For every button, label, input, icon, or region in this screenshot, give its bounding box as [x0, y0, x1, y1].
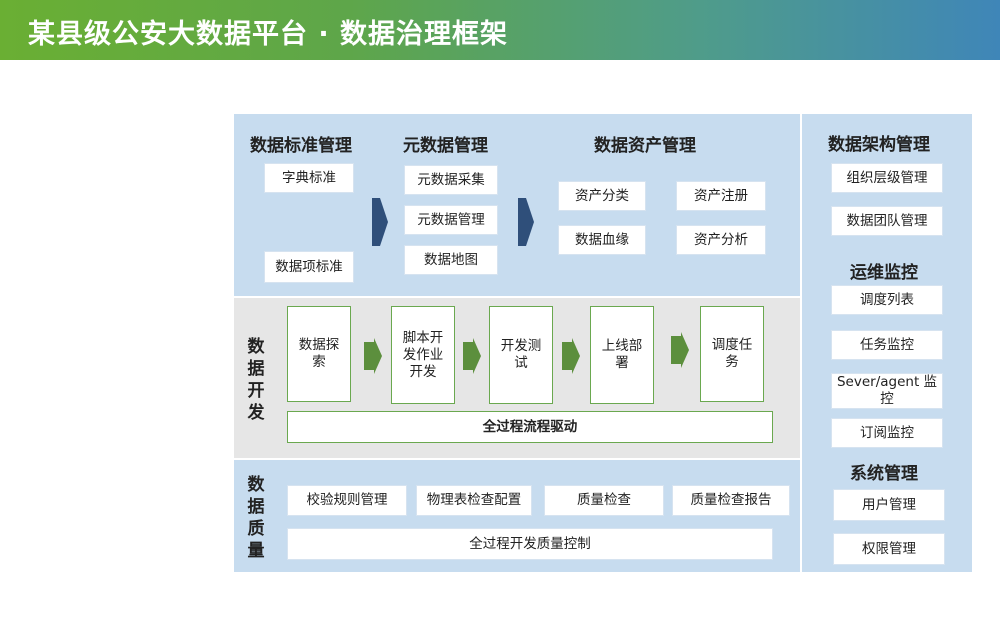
assets-title: 数据资产管理	[594, 136, 696, 156]
data-explore-step: 数据探索	[287, 306, 351, 402]
dev-test-step: 开发测试	[489, 306, 553, 404]
schedule-task-step: 调度任务	[700, 306, 764, 402]
header-banner: 某县级公安大数据平台 · 数据治理框架	[0, 0, 1000, 60]
table-check-config-box: 物理表检查配置	[416, 485, 532, 516]
dictionary-standard-box: 字典标准	[264, 163, 354, 193]
page-title: 某县级公安大数据平台 · 数据治理框架	[28, 19, 509, 50]
asset-analysis-box: 资产分析	[676, 225, 766, 255]
green-arrow-icon	[463, 338, 481, 374]
arch-title: 数据架构管理	[828, 135, 930, 155]
asset-register-box: 资产注册	[676, 181, 766, 211]
ops-title: 运维监控	[850, 263, 918, 283]
subscribe-monitor-box: 订阅监控	[831, 418, 943, 448]
green-arrow-icon	[364, 338, 382, 374]
agent-monitor-box: Sever/agent 监控	[831, 373, 943, 409]
green-arrow-icon	[562, 338, 580, 374]
quality-report-box: 质量检查报告	[672, 485, 790, 516]
standards-title: 数据标准管理	[250, 136, 352, 156]
deploy-step: 上线部署	[590, 306, 654, 404]
chevron-arrow-icon	[518, 198, 534, 246]
data-lineage-box: 数据血缘	[558, 225, 646, 255]
quality-section-title: 数据质量	[247, 475, 265, 561]
metadata-title: 元数据管理	[403, 136, 488, 156]
process-driven-bar: 全过程流程驱动	[287, 411, 773, 443]
user-manage-box: 用户管理	[833, 489, 945, 521]
schedule-list-box: 调度列表	[831, 285, 943, 315]
data-map-box: 数据地图	[404, 245, 498, 275]
data-item-standard-box: 数据项标准	[264, 251, 354, 283]
quality-check-box: 质量检查	[544, 485, 664, 516]
data-team-box: 数据团队管理	[831, 206, 943, 236]
permission-manage-box: 权限管理	[833, 533, 945, 565]
rule-manage-box: 校验规则管理	[287, 485, 407, 516]
asset-classify-box: 资产分类	[558, 181, 646, 211]
dev-section-title: 数据开发	[247, 337, 265, 423]
metadata-collect-box: 元数据采集	[404, 165, 498, 195]
script-dev-step: 脚本开发作业开发	[391, 306, 455, 404]
sys-title: 系统管理	[850, 464, 918, 484]
org-level-box: 组织层级管理	[831, 163, 943, 193]
metadata-manage-box: 元数据管理	[404, 205, 498, 235]
chevron-arrow-icon	[372, 198, 388, 246]
quality-control-bar: 全过程开发质量控制	[287, 528, 773, 560]
green-arrow-icon	[671, 332, 689, 368]
task-monitor-box: 任务监控	[831, 330, 943, 360]
